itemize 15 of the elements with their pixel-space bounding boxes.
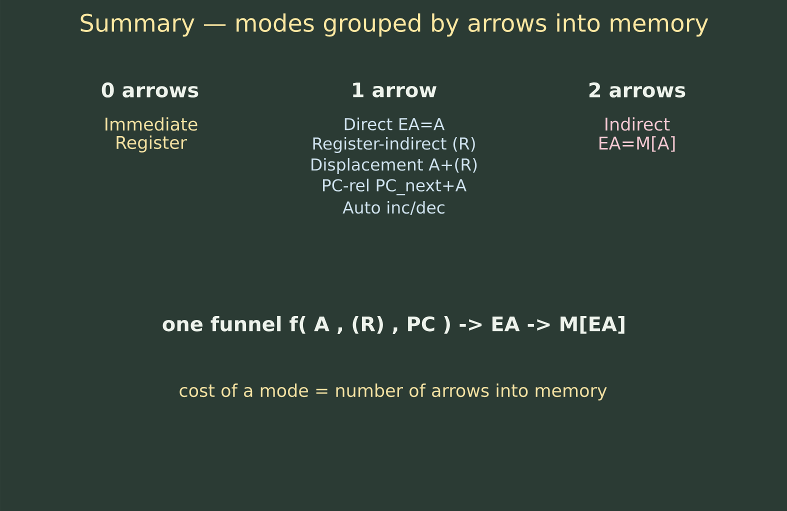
column-heading: 2 arrows bbox=[589, 82, 686, 98]
mode-name: EA=M[A] bbox=[600, 136, 675, 152]
mode-name: Register-indirect (R) bbox=[313, 137, 475, 153]
mode-name: Displacement A+(R) bbox=[312, 158, 477, 174]
mode-name: Immediate bbox=[106, 117, 198, 131]
column-heading: 0 arrows bbox=[102, 82, 198, 98]
formula-line: one funnel f( A , (R) , PC ) -> EA -> M[EA] bbox=[162, 316, 624, 334]
column-heading: 1 arrow bbox=[353, 82, 436, 98]
mode-name: Indirect bbox=[606, 117, 670, 131]
title: Summary — modes grouped by arrows into memory bbox=[80, 13, 708, 37]
mode-name: Auto inc/dec bbox=[342, 200, 444, 216]
mode-name: Direct EA=A bbox=[344, 118, 445, 130]
mode-name: Register bbox=[116, 136, 188, 152]
mode-name: PC-rel PC_next+A bbox=[323, 178, 466, 196]
note: cost of a mode = number of arrows into memory bbox=[180, 384, 607, 400]
